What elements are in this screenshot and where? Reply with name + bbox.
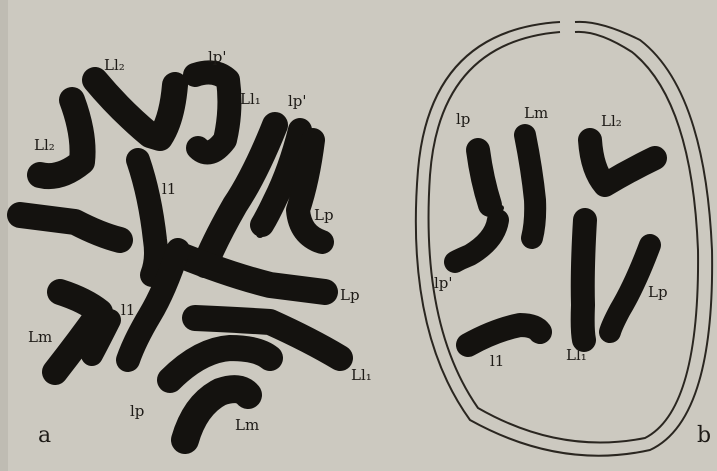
label-lm-bottom: Lm xyxy=(235,416,259,434)
label-lp-right1: Lp xyxy=(314,206,334,224)
label-ll1-b: Ll₁ xyxy=(566,346,587,364)
label-lm-b: Lm xyxy=(524,104,548,122)
label-ll2-top: Ll₂ xyxy=(104,56,125,74)
label-lp-prime-top: lp' xyxy=(208,48,227,66)
label-lp-b: lp xyxy=(456,110,470,128)
label-ll2-left: Ll₂ xyxy=(34,136,55,154)
chromosome-lm-b xyxy=(525,135,535,238)
label-lm-left: Lm xyxy=(28,328,52,346)
label-lp-right2: Lp xyxy=(340,286,360,304)
label-ll1-top: Ll₁ xyxy=(240,90,261,108)
centromere-dot-b xyxy=(498,205,504,211)
label-lp-prime-b: lp' xyxy=(434,274,453,292)
label-l1-upper: l1 xyxy=(162,180,176,198)
label-ll1-right: Ll₁ xyxy=(351,366,372,384)
label-lp-right-b: Lp xyxy=(648,283,668,301)
panel-b-letter: b xyxy=(697,423,711,448)
chromosome-lp-b xyxy=(478,150,490,205)
label-l1-lower: l1 xyxy=(121,301,135,319)
page-edge-left xyxy=(0,0,8,471)
label-ll2-b: Ll₂ xyxy=(601,112,622,130)
label-l1-b: l1 xyxy=(490,352,504,370)
label-lp-bottom: lp xyxy=(130,402,144,420)
panel-a-letter: a xyxy=(38,423,51,448)
centromere-dot xyxy=(256,230,264,238)
label-lp-prime-right: lp' xyxy=(288,92,307,110)
chromosome-ll1-b xyxy=(583,220,585,340)
